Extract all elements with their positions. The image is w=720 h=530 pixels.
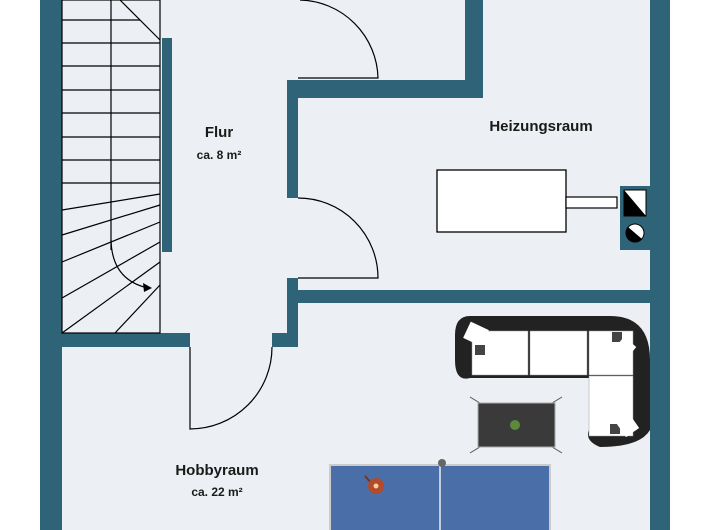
doors xyxy=(189,0,379,430)
room-area-hobbyraum: ca. 22 m² xyxy=(191,485,243,499)
door-top xyxy=(298,0,379,79)
room-name-flur: Flur xyxy=(204,124,234,141)
wall-stair-inner xyxy=(162,38,172,252)
door-heizungsraum xyxy=(297,197,379,279)
table-tennis-table xyxy=(329,459,551,530)
boiler xyxy=(436,169,618,233)
wall-stair-bottom xyxy=(62,333,190,347)
coffee-table xyxy=(469,396,563,454)
room-name-hobbyraum: Hobbyraum xyxy=(175,462,259,479)
wall-heizung-hobby xyxy=(287,290,670,303)
wall-left xyxy=(40,0,62,530)
wall-right xyxy=(650,0,670,530)
room-name-heizungsraum: Heizungsraum xyxy=(489,118,593,135)
wall-flur-upper xyxy=(287,80,298,198)
plant-icon xyxy=(510,420,520,430)
door-hobbyraum xyxy=(189,346,273,430)
floor xyxy=(40,0,670,530)
stairs xyxy=(61,0,161,334)
corner-sofa xyxy=(455,316,650,447)
wall-flur-lower xyxy=(287,278,298,347)
wall-top-vertical xyxy=(465,0,483,98)
chimney-symbols xyxy=(623,189,647,243)
room-area-flur: ca. 8 m² xyxy=(196,148,242,162)
stair-direction-arrow-icon xyxy=(143,283,152,292)
wall-heizung-top xyxy=(287,80,483,98)
